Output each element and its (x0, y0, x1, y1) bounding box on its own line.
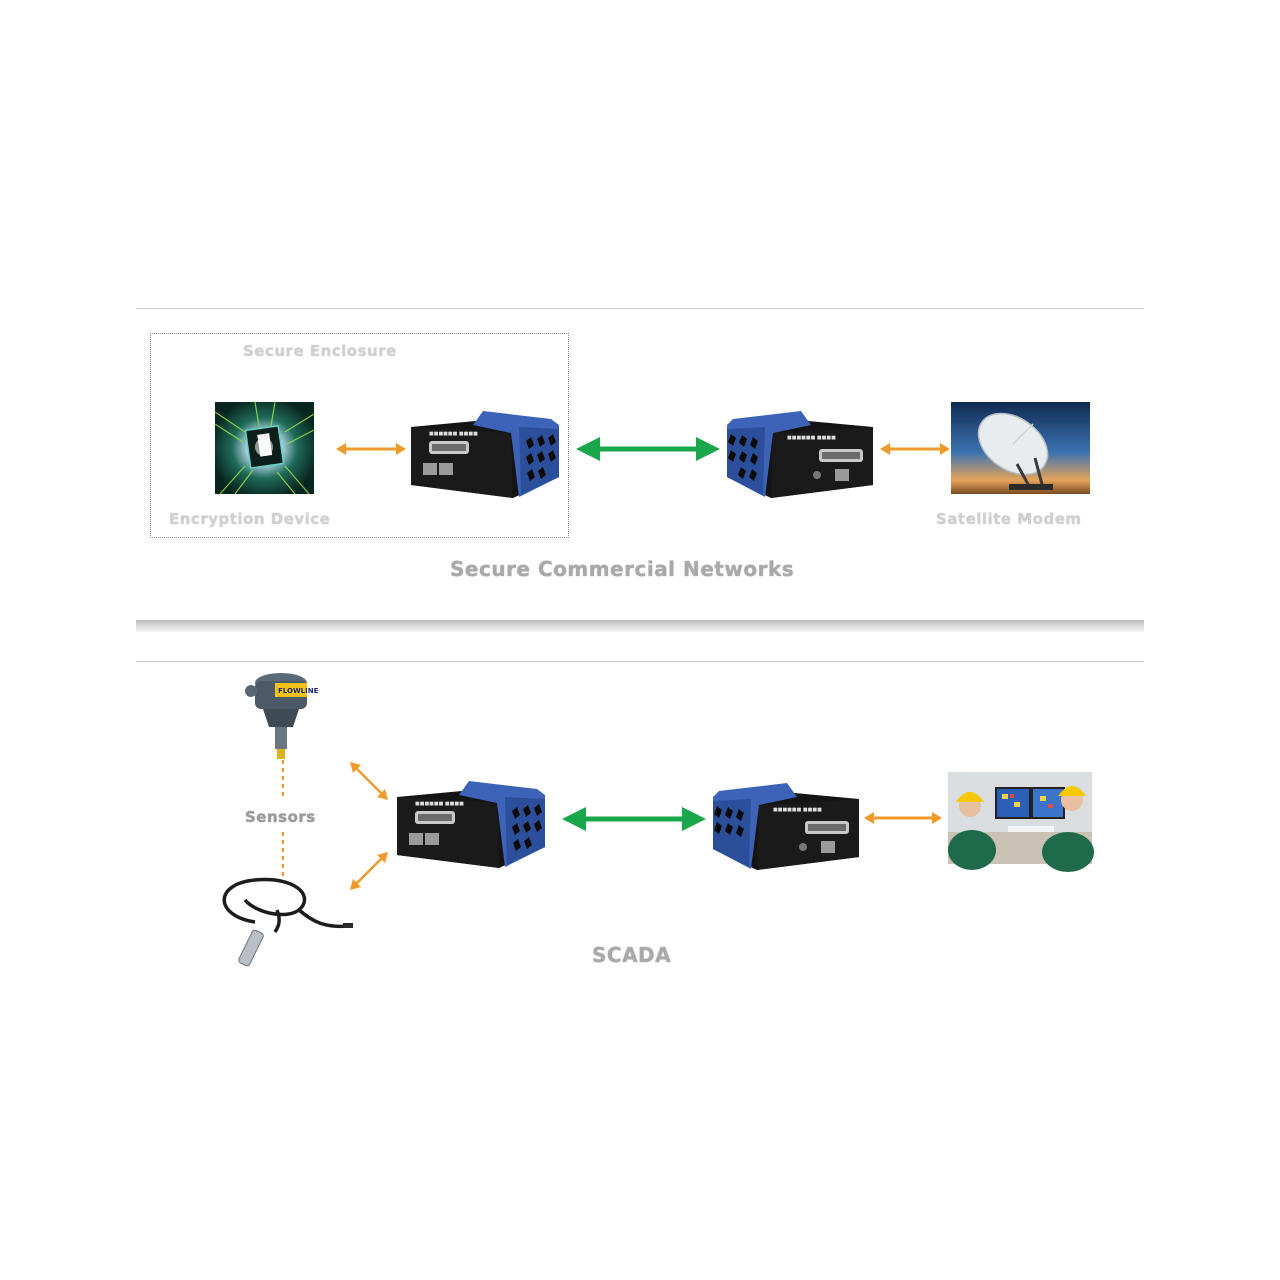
section-separator (136, 620, 1144, 632)
converter-device-right: ■■■■■■ ■■■■ (727, 411, 873, 498)
secure-networks-caption: Secure Commercial Networks (450, 557, 795, 581)
green-network-link (576, 437, 720, 461)
pressure-probe-image (222, 877, 353, 967)
converter-device-scada-right: ■■■■■■ ■■■■ (713, 783, 859, 870)
encryption-device-image (214, 401, 315, 495)
orange-link-arrow (336, 443, 406, 455)
secure-enclosure-label: Secure Enclosure (243, 342, 397, 360)
level-sensor-image: FLOWLINE (245, 673, 319, 759)
svg-text:■■■■■■ ■■■■: ■■■■■■ ■■■■ (787, 435, 836, 441)
svg-text:■■■■■■ ■■■■: ■■■■■■ ■■■■ (415, 801, 464, 807)
svg-text:■■■■■■ ■■■■: ■■■■■■ ■■■■ (773, 807, 822, 813)
sensors-label: Sensors (245, 808, 316, 826)
svg-text:■■■■■■ ■■■■: ■■■■■■ ■■■■ (429, 431, 478, 437)
orange-link-arrow (864, 812, 942, 824)
orange-link-arrow (350, 762, 388, 800)
sensor-brand-text: FLOWLINE (278, 687, 319, 695)
sensor-dashed-line (282, 760, 284, 876)
satellite-modem-label: Satellite Modem (936, 510, 1082, 528)
green-network-link (562, 807, 706, 831)
scada-divider (136, 661, 1144, 662)
converter-device-scada-left: ■■■■■■ ■■■■ (397, 781, 545, 868)
top-divider (136, 308, 1144, 309)
satellite-dish-image (951, 402, 1090, 494)
secure-enclosure-box (150, 333, 569, 538)
converter-device-left: ■■■■■■ ■■■■ (411, 411, 559, 498)
orange-link-arrow (880, 443, 950, 455)
encryption-device-label: Encryption Device (169, 510, 331, 528)
control-room-image (948, 772, 1094, 872)
orange-link-arrow (350, 852, 388, 890)
scada-caption: SCADA (592, 943, 672, 967)
